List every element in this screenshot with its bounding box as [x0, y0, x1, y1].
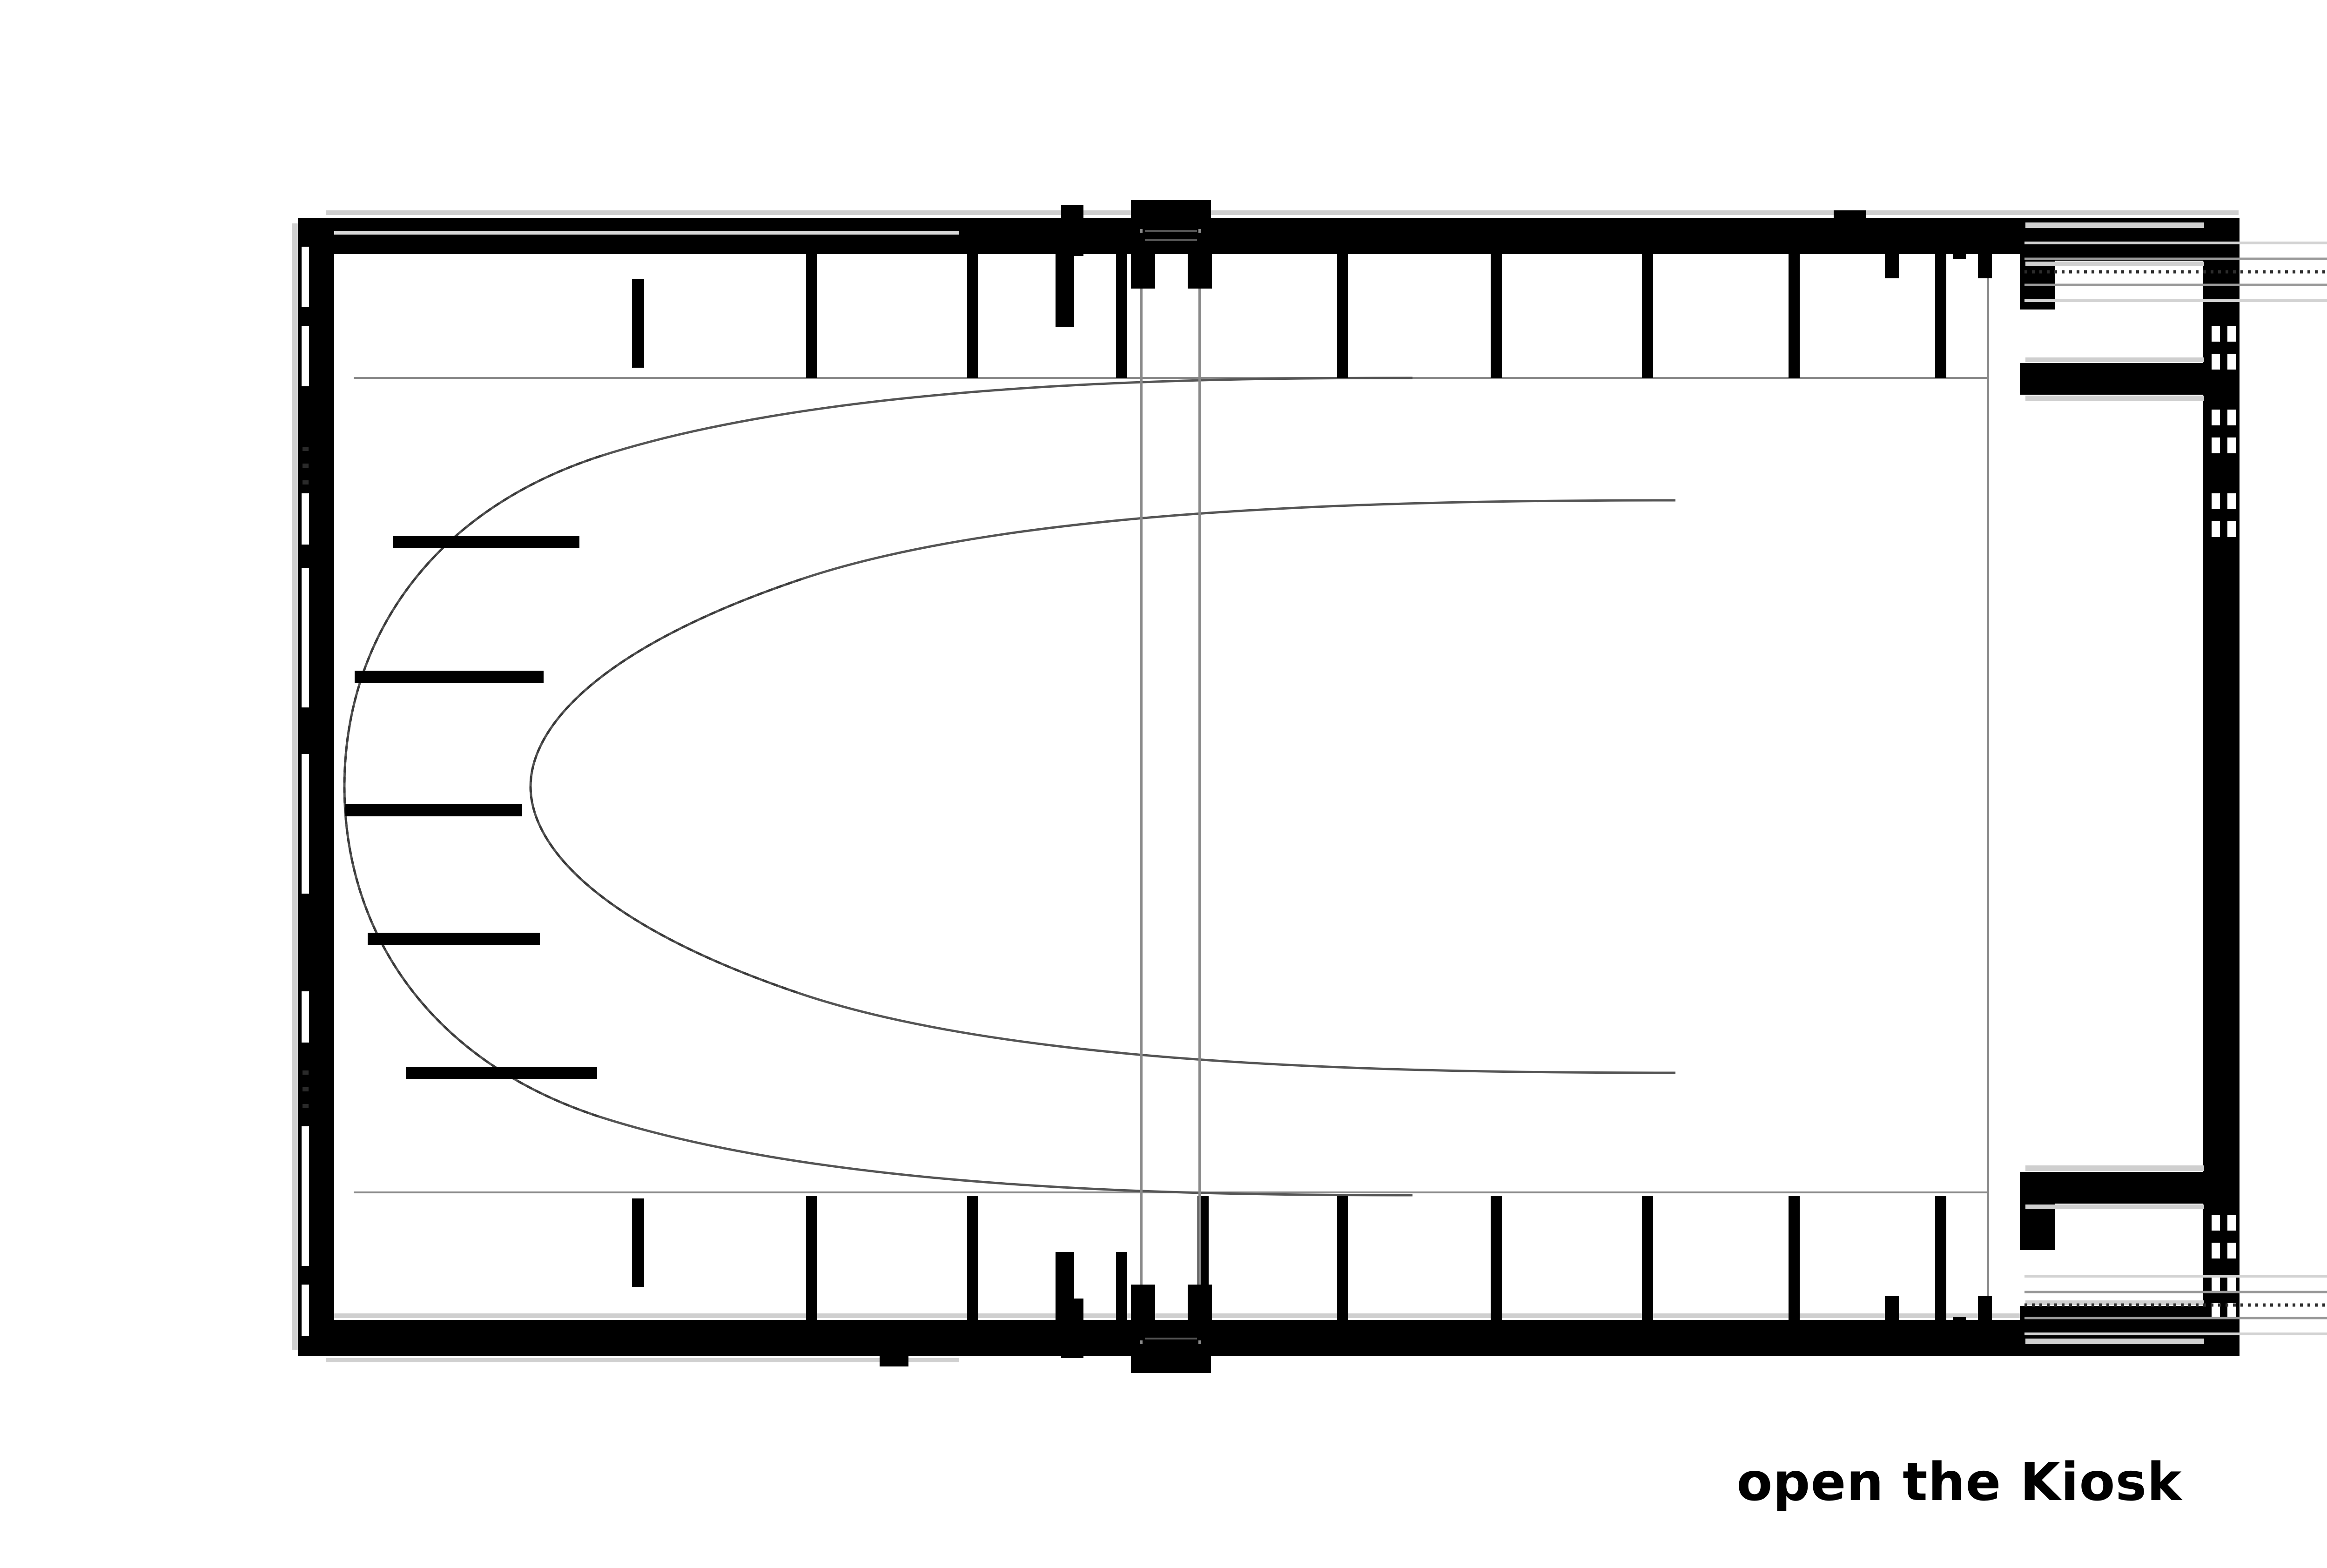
central-entry-door-blocks — [1131, 200, 1211, 1373]
arc-fin-vertical — [632, 1198, 644, 1287]
corridor-upper — [2024, 242, 2327, 302]
arc-fin — [368, 933, 540, 945]
top-wall-partition-fins — [806, 254, 1946, 378]
wall-jamb — [1834, 210, 1866, 222]
arc-fin-vertical — [632, 279, 644, 368]
rotunda-dashed-overlay — [343, 455, 802, 1118]
vestibule-bottom-right — [2020, 1165, 2206, 1344]
arc-fin — [406, 1067, 597, 1079]
corner-room-stubs — [1885, 218, 1992, 1356]
corridor-lower — [2024, 1275, 2327, 1335]
left-perimeter-wall — [292, 218, 334, 1356]
arc-fin — [345, 804, 522, 816]
arc-fin — [355, 671, 544, 683]
arc-fin — [393, 536, 579, 548]
radial-fin-partitions — [345, 279, 644, 1287]
right-perimeter-wall — [2203, 218, 2240, 1355]
wall-jamb — [880, 1354, 908, 1366]
bottom-wall-partition-fins — [806, 1196, 1946, 1320]
wall-jamb — [1061, 205, 1083, 256]
central-vertical-passage — [1131, 219, 1212, 1355]
